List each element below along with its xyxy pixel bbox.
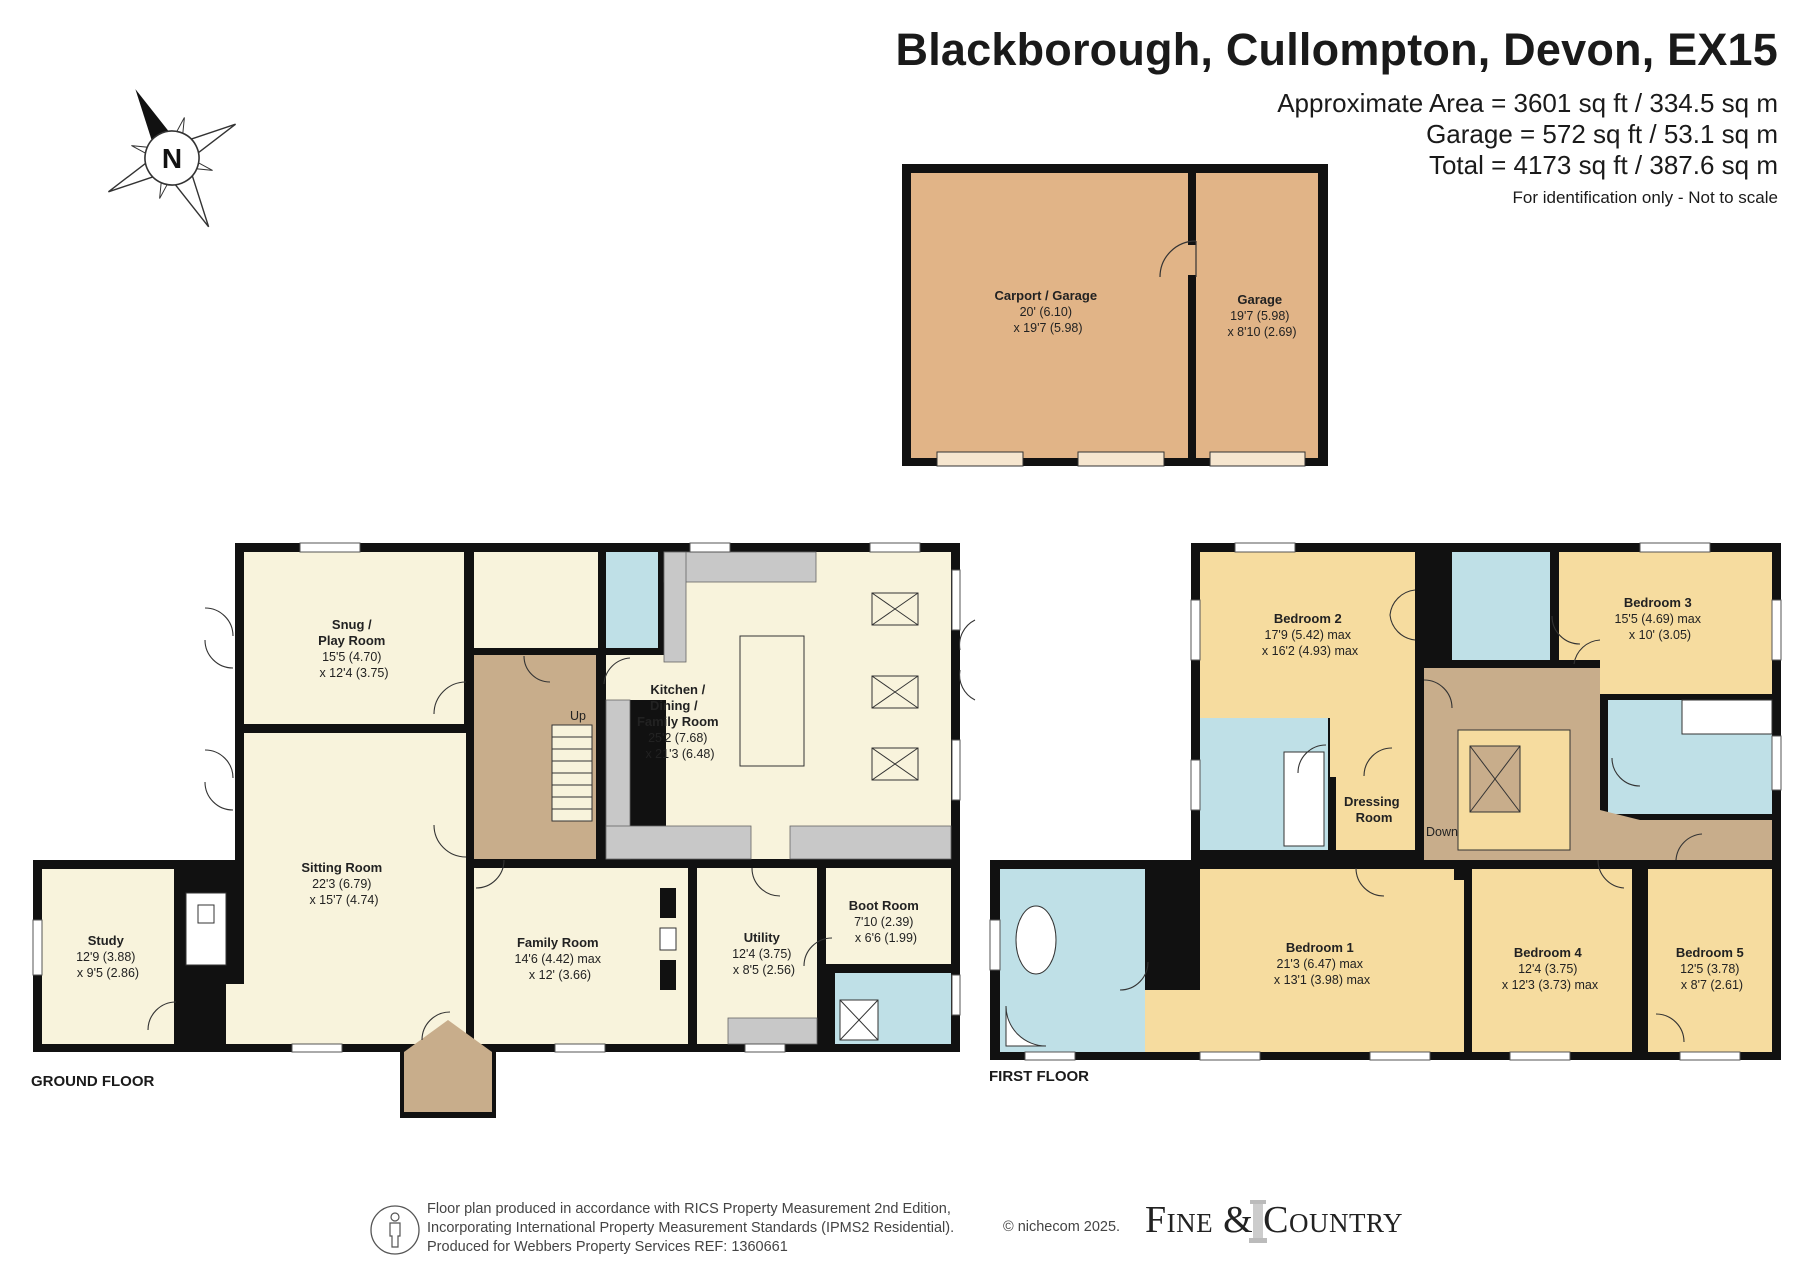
- property-title: Blackborough, Cullompton, Devon, EX15: [895, 24, 1778, 75]
- room-bedroom-2: Bedroom 2 17'9 (5.42) max x 16'2 (4.93) …: [1262, 610, 1359, 658]
- person-silhouette-icon: [370, 1205, 420, 1255]
- room-sitting-room: Sitting Room 22'3 (6.79) x 15'7 (4.74): [301, 859, 386, 907]
- first-floor-plan: [989, 542, 1782, 1061]
- copyright-notice: © nichecom 2025.: [1003, 1219, 1121, 1235]
- room-bedroom-3: Bedroom 3 15'5 (4.69) max x 10' (3.05): [1615, 594, 1706, 642]
- footer-disclaimer: Floor plan produced in accordance with R…: [427, 1200, 954, 1257]
- room-study: Study 12'9 (3.88) x 9'5 (2.86): [76, 932, 140, 980]
- brand-logo: Fine & Country: [1145, 1199, 1404, 1241]
- room-garage: Garage 19'7 (5.98) x 8'10 (2.69): [1227, 291, 1296, 339]
- first-floor-label: FIRST FLOOR: [989, 1068, 1089, 1085]
- room-family-room: Family Room 14'6 (4.42) max x 12' (3.66): [515, 934, 606, 982]
- footer-line: Produced for Webbers Property Services R…: [427, 1239, 788, 1255]
- room-bedroom-1: Bedroom 1 21'3 (6.47) max x 13'1 (3.98) …: [1274, 939, 1371, 987]
- room-kitchen: Kitchen / Dining / Family Room 25'2 (7.6…: [637, 681, 723, 761]
- total-area-line: Total = 4173 sq ft / 387.6 sq m: [1428, 150, 1778, 180]
- room-snug: Snug / Play Room 15'5 (4.70) x 12'4 (3.7…: [318, 616, 390, 680]
- room-utility: Utility 12'4 (3.75) x 8'5 (2.56): [732, 929, 796, 977]
- room-bedroom-5: Bedroom 5 12'5 (3.78) x 8'7 (2.61): [1676, 944, 1748, 992]
- stair-down-label: Down: [1426, 825, 1458, 839]
- ground-floor-plan: [32, 542, 976, 1118]
- compass-rose-icon: N: [108, 89, 236, 228]
- brand-pillar-icon: [1249, 1200, 1267, 1243]
- compass-letter: N: [162, 143, 182, 174]
- room-carport-garage: Carport / Garage 20' (6.10) x 19'7 (5.98…: [994, 287, 1101, 335]
- approx-area-line: Approximate Area = 3601 sq ft / 334.5 sq…: [1277, 88, 1778, 118]
- room-labels: Carport / Garage 20' (6.10) x 19'7 (5.98…: [76, 287, 1748, 992]
- room-bedroom-4: Bedroom 4 12'4 (3.75) x 12'3 (3.73) max: [1502, 944, 1599, 992]
- identification-note: For identification only - Not to scale: [1512, 188, 1778, 207]
- room-boot-room: Boot Room 7'10 (2.39) x 6'6 (1.99): [849, 897, 924, 945]
- footer-line: Incorporating International Property Mea…: [427, 1220, 955, 1236]
- stair-up-label: Up: [570, 709, 586, 723]
- garage-area-line: Garage = 572 sq ft / 53.1 sq m: [1426, 119, 1778, 149]
- ground-floor-label: GROUND FLOOR: [31, 1073, 155, 1090]
- garage-block: [902, 164, 1328, 467]
- footer-line: Floor plan produced in accordance with R…: [427, 1201, 951, 1217]
- room-dressing: Dressing Room: [1344, 793, 1404, 825]
